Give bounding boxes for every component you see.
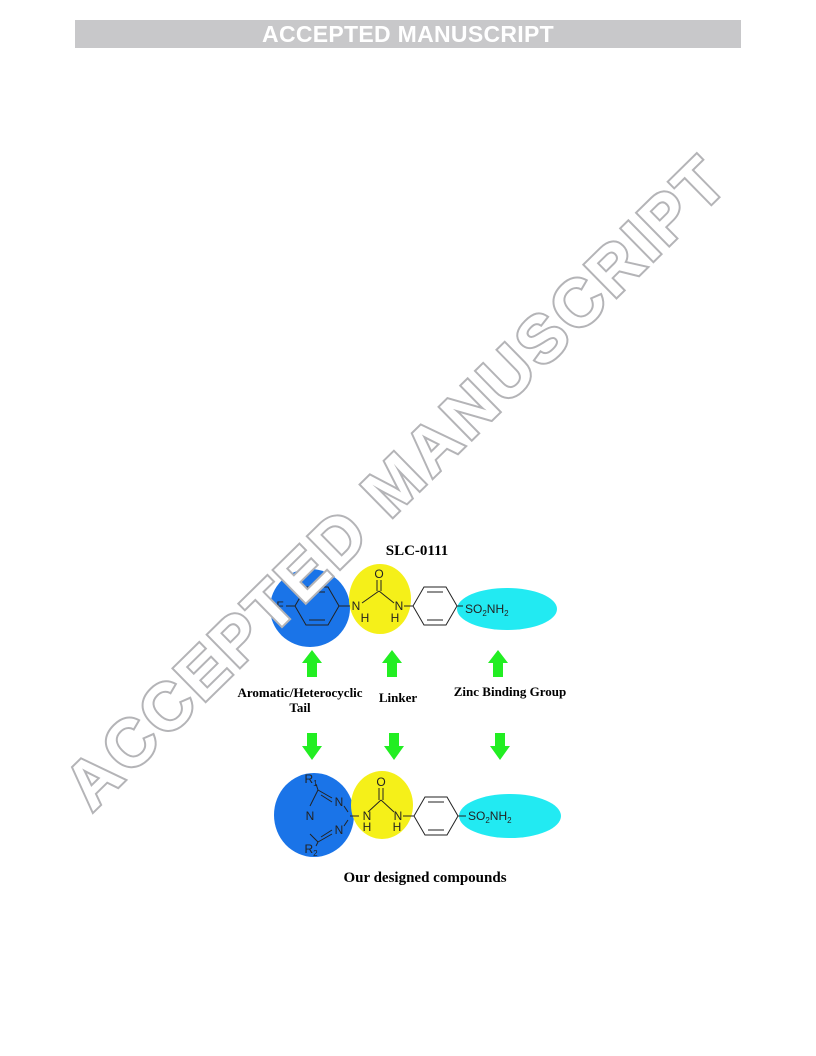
atom-nitrogen-top-2: N (395, 599, 404, 613)
sulfonamide-sub-b: 2 (485, 816, 490, 825)
down-arrow-linker (384, 733, 404, 760)
down-arrows (302, 733, 510, 760)
label-tail-line2: Tail (289, 700, 311, 715)
atom-r1: R1 (304, 772, 318, 788)
label-tail-line1: Aromatic/Heterocyclic (237, 685, 362, 700)
atom-hydrogen-top-2: H (391, 611, 400, 625)
atom-nitrogen-top-1: N (352, 599, 361, 613)
designed-structure (309, 783, 466, 847)
r2-letter: R (304, 842, 313, 856)
label-linker: Linker (379, 690, 418, 705)
r1-sub: 1 (313, 779, 318, 788)
down-arrow-tail (302, 733, 322, 760)
r2-sub: 2 (313, 849, 318, 858)
zbg-region-top (457, 588, 557, 630)
up-arrow-zbg (488, 650, 508, 677)
sulfonamide-top: SO2NH2 (465, 602, 509, 618)
up-arrows (302, 650, 508, 677)
sulfonamide-sub: 2 (482, 609, 487, 618)
slc-0111-structure (286, 580, 463, 626)
atom-hydrogen-top-1: H (361, 611, 370, 625)
atom-oxygen-bottom: O (376, 775, 385, 789)
atom-hydrogen-bottom-1: H (363, 820, 372, 834)
region-labels: Aromatic/Heterocyclic Tail Linker Zinc B… (237, 684, 566, 715)
sulfonamide-so: SO (465, 602, 482, 616)
zbg-region-bottom (459, 794, 561, 838)
tail-region-top (270, 569, 350, 647)
accepted-manuscript-banner: ACCEPTED MANUSCRIPT (75, 20, 741, 48)
watermark-text: ACCEPTED MANUSCRIPT (50, 141, 742, 823)
banner-text: ACCEPTED MANUSCRIPT (262, 21, 554, 47)
atom-n-triazine-2: N (306, 809, 315, 823)
linker-region-top (349, 564, 411, 634)
designed-atom-labels: R1 N N N R2 O N H N H SO2NH2 (304, 772, 512, 858)
atom-nitrogen-bottom-2: N (394, 809, 403, 823)
slc-0111-atom-labels: F O N H N H SO2NH2 (276, 567, 509, 625)
sulfonamide-sub-b2: 2 (507, 816, 512, 825)
sulfonamide-nh: NH (487, 602, 504, 616)
r1-letter: R (304, 772, 313, 786)
atom-nitrogen-bottom-1: N (363, 809, 372, 823)
figure-title: SLC-0111 (386, 543, 449, 559)
atom-hydrogen-bottom-2: H (393, 820, 402, 834)
atom-fluorine: F (276, 599, 283, 613)
sulfonamide-bottom: SO2NH2 (468, 809, 512, 825)
atom-oxygen-top: O (374, 567, 383, 581)
sulfonamide-nh-b: NH (490, 809, 507, 823)
sulfonamide-so-b: SO (468, 809, 485, 823)
label-zbg: Zinc Binding Group (454, 684, 566, 699)
sulfonamide-sub-2: 2 (504, 609, 509, 618)
atom-r2: R2 (304, 842, 318, 858)
atom-n-triazine-1: N (335, 795, 344, 809)
up-arrow-tail (302, 650, 322, 677)
figure-caption: Our designed compounds (343, 870, 506, 886)
down-arrow-zbg (490, 733, 510, 760)
atom-n-triazine-3: N (335, 823, 344, 837)
tail-region-bottom (274, 773, 354, 857)
up-arrow-linker (382, 650, 402, 677)
linker-region-bottom (351, 771, 413, 839)
